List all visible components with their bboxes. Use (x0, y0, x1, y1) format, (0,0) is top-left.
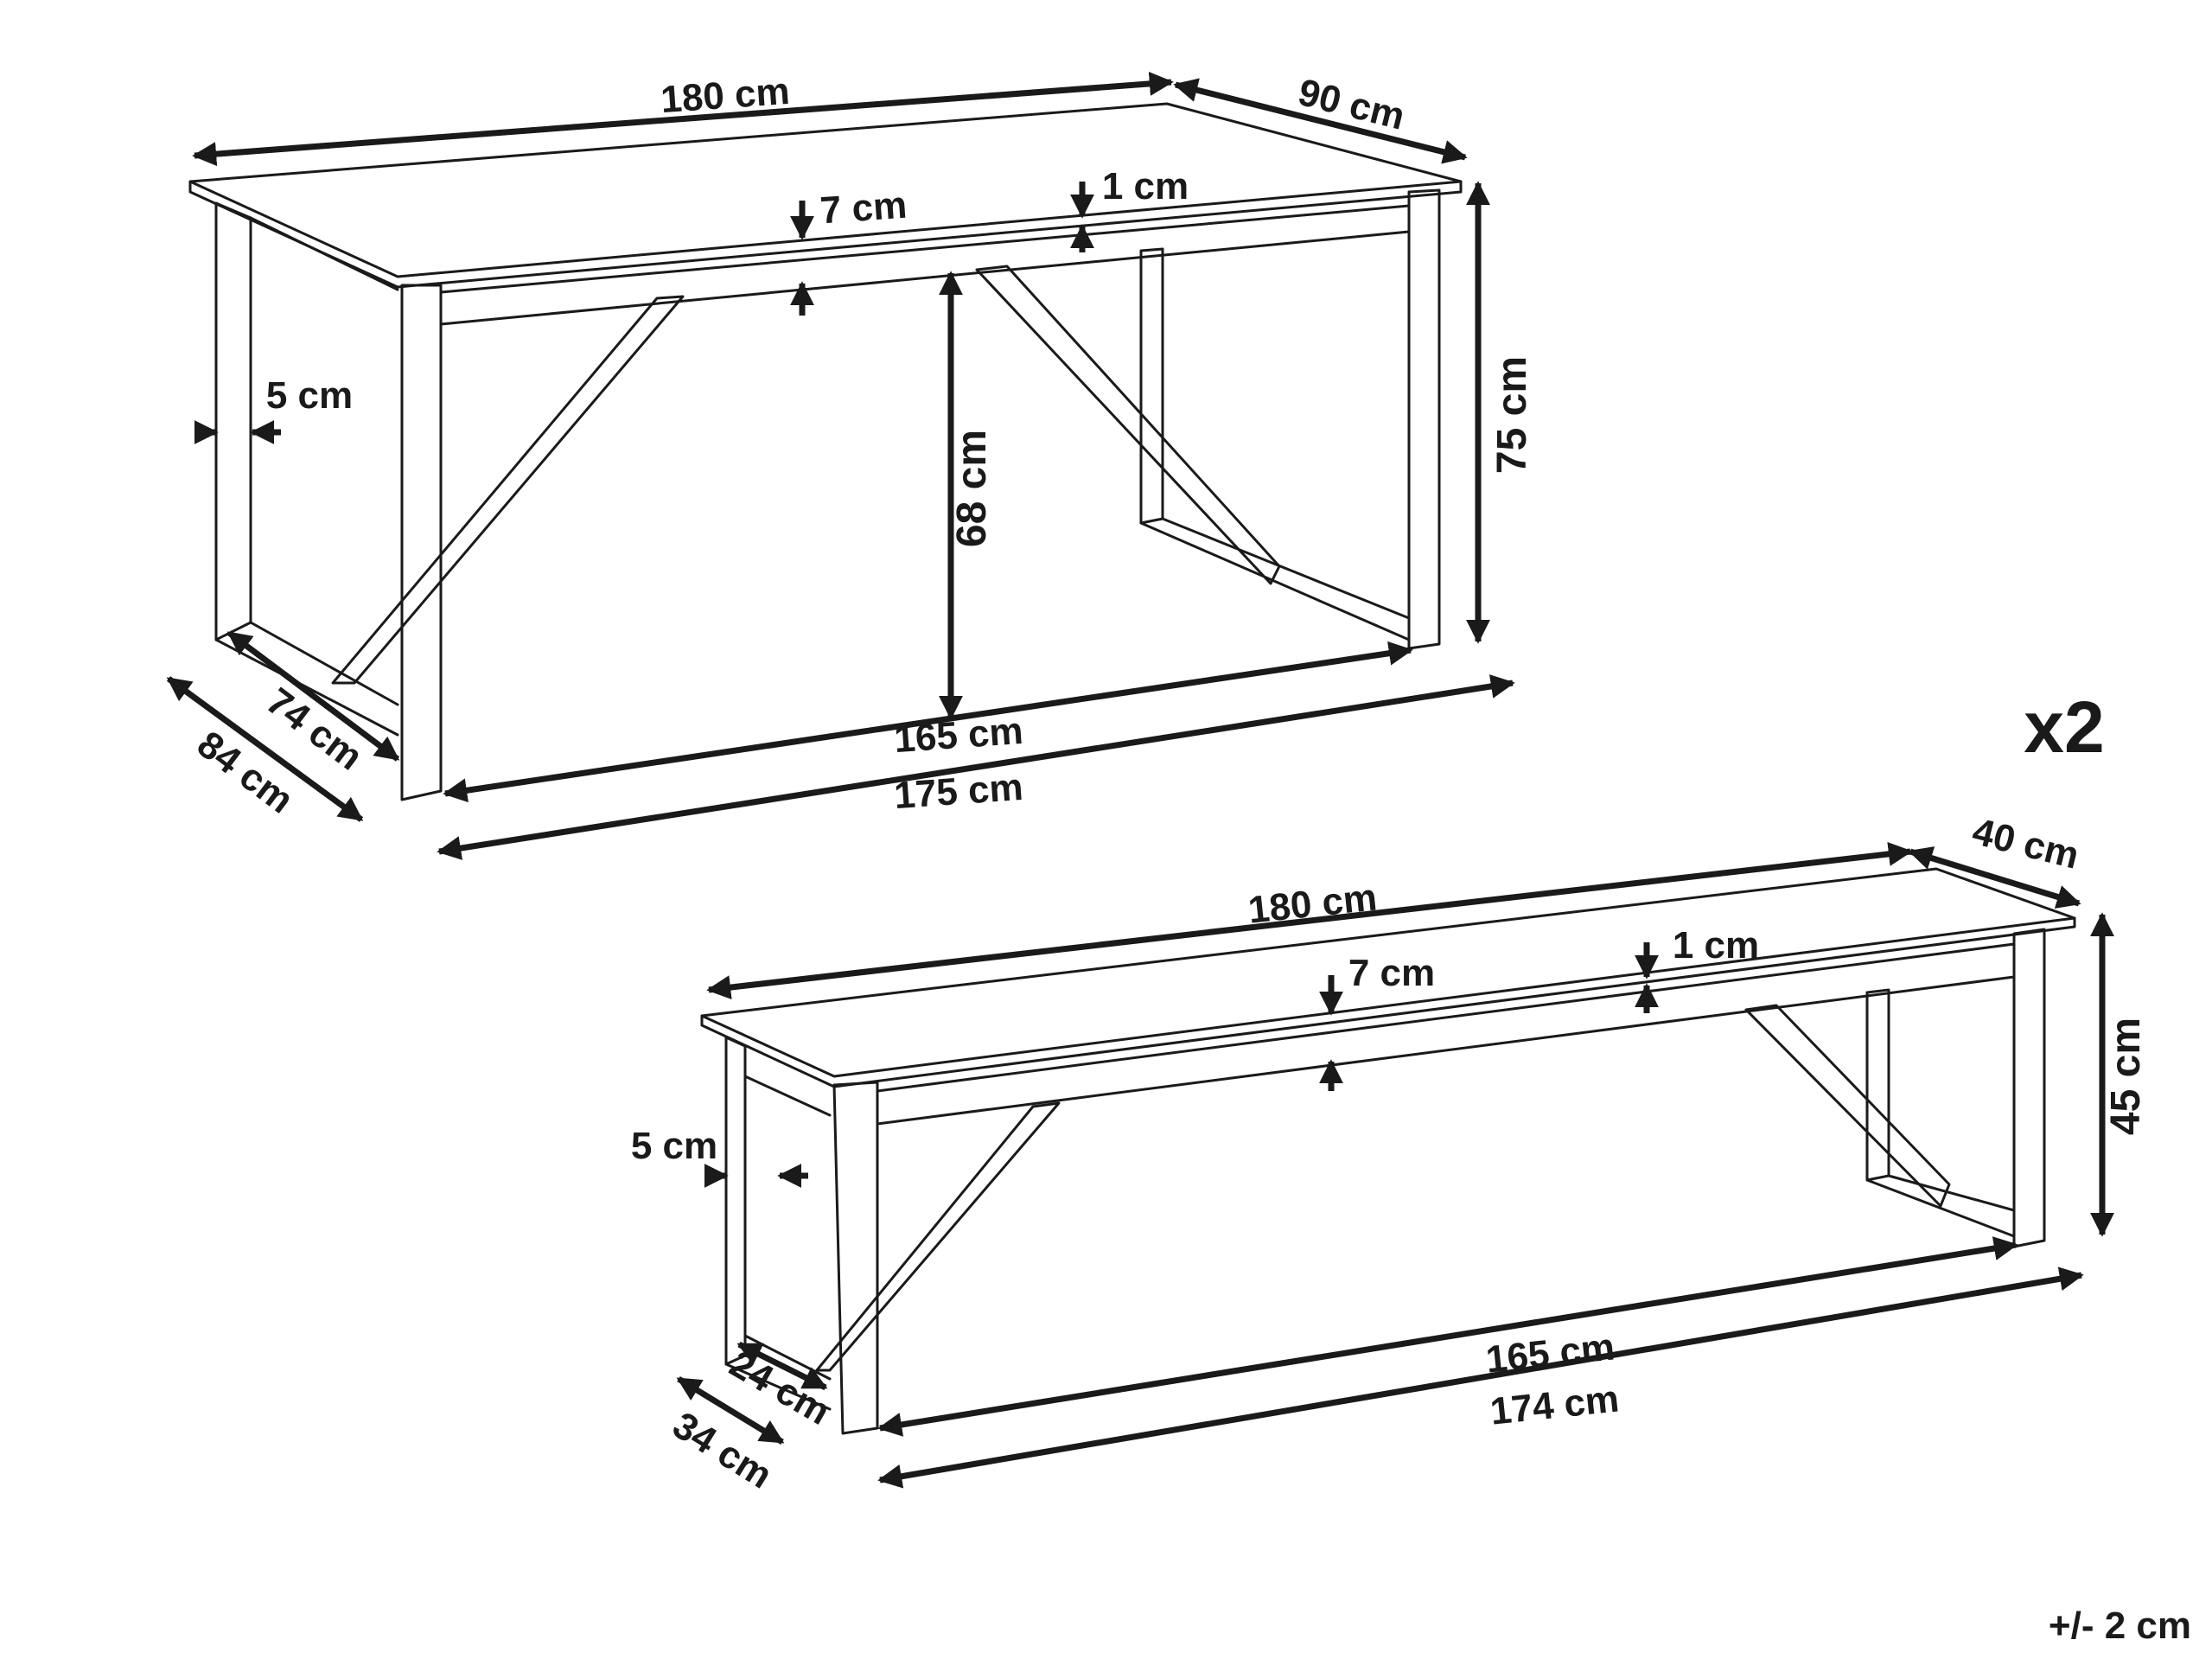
bench-front-left-leg (832, 1081, 879, 1435)
bench-total-height-label: 45 cm (2103, 1018, 2149, 1135)
table-right-front-leg (1407, 188, 1441, 650)
bench-top-length-label: 180 cm (1246, 876, 1380, 931)
bench-quantity-label: x2 (2024, 686, 2104, 768)
bench-top-depth-label: 40 cm (1968, 810, 2083, 877)
bench-right-brace (1744, 1004, 1951, 1208)
table-leg-width-label: 5 cm (266, 374, 353, 417)
bench-right-front-leg (2012, 928, 2046, 1248)
table-top-thickness-label: 1 cm (1102, 165, 1189, 207)
table-apron-height-label: 7 cm (819, 184, 908, 233)
bench-top-thickness-label: 1 cm (1673, 924, 1759, 967)
table-dimensions (166, 71, 1515, 860)
bench-left-brace (815, 1101, 1061, 1372)
table-left-brace (331, 295, 685, 685)
table-outer-length-label: 175 cm (893, 766, 1024, 817)
table-left-back-leg (214, 201, 252, 641)
bench-inner-length-label: 165 cm (1484, 1325, 1617, 1381)
table-right-brace (975, 265, 1281, 585)
table-inner-length-label: 165 cm (893, 710, 1024, 761)
bench-dimensions (676, 841, 2114, 1489)
bench-leg-width-label: 5 cm (631, 1125, 717, 1167)
table-front-left-leg (400, 284, 443, 801)
table-total-height-label: 75 cm (1489, 356, 1535, 474)
bench-apron-height-label: 7 cm (1348, 952, 1435, 994)
bench-outer-depth-label: 34 cm (666, 1404, 780, 1497)
tolerance-label: +/- 2 cm (2049, 1605, 2191, 1647)
bench-outer-length-label: 174 cm (1488, 1377, 1622, 1432)
bench-left-back-leg (724, 1036, 747, 1366)
table-clear-height-label: 68 cm (949, 430, 995, 547)
bench-apron (876, 942, 2016, 1126)
table-apron (439, 204, 1411, 326)
table-top-length-label: 180 cm (660, 70, 791, 121)
